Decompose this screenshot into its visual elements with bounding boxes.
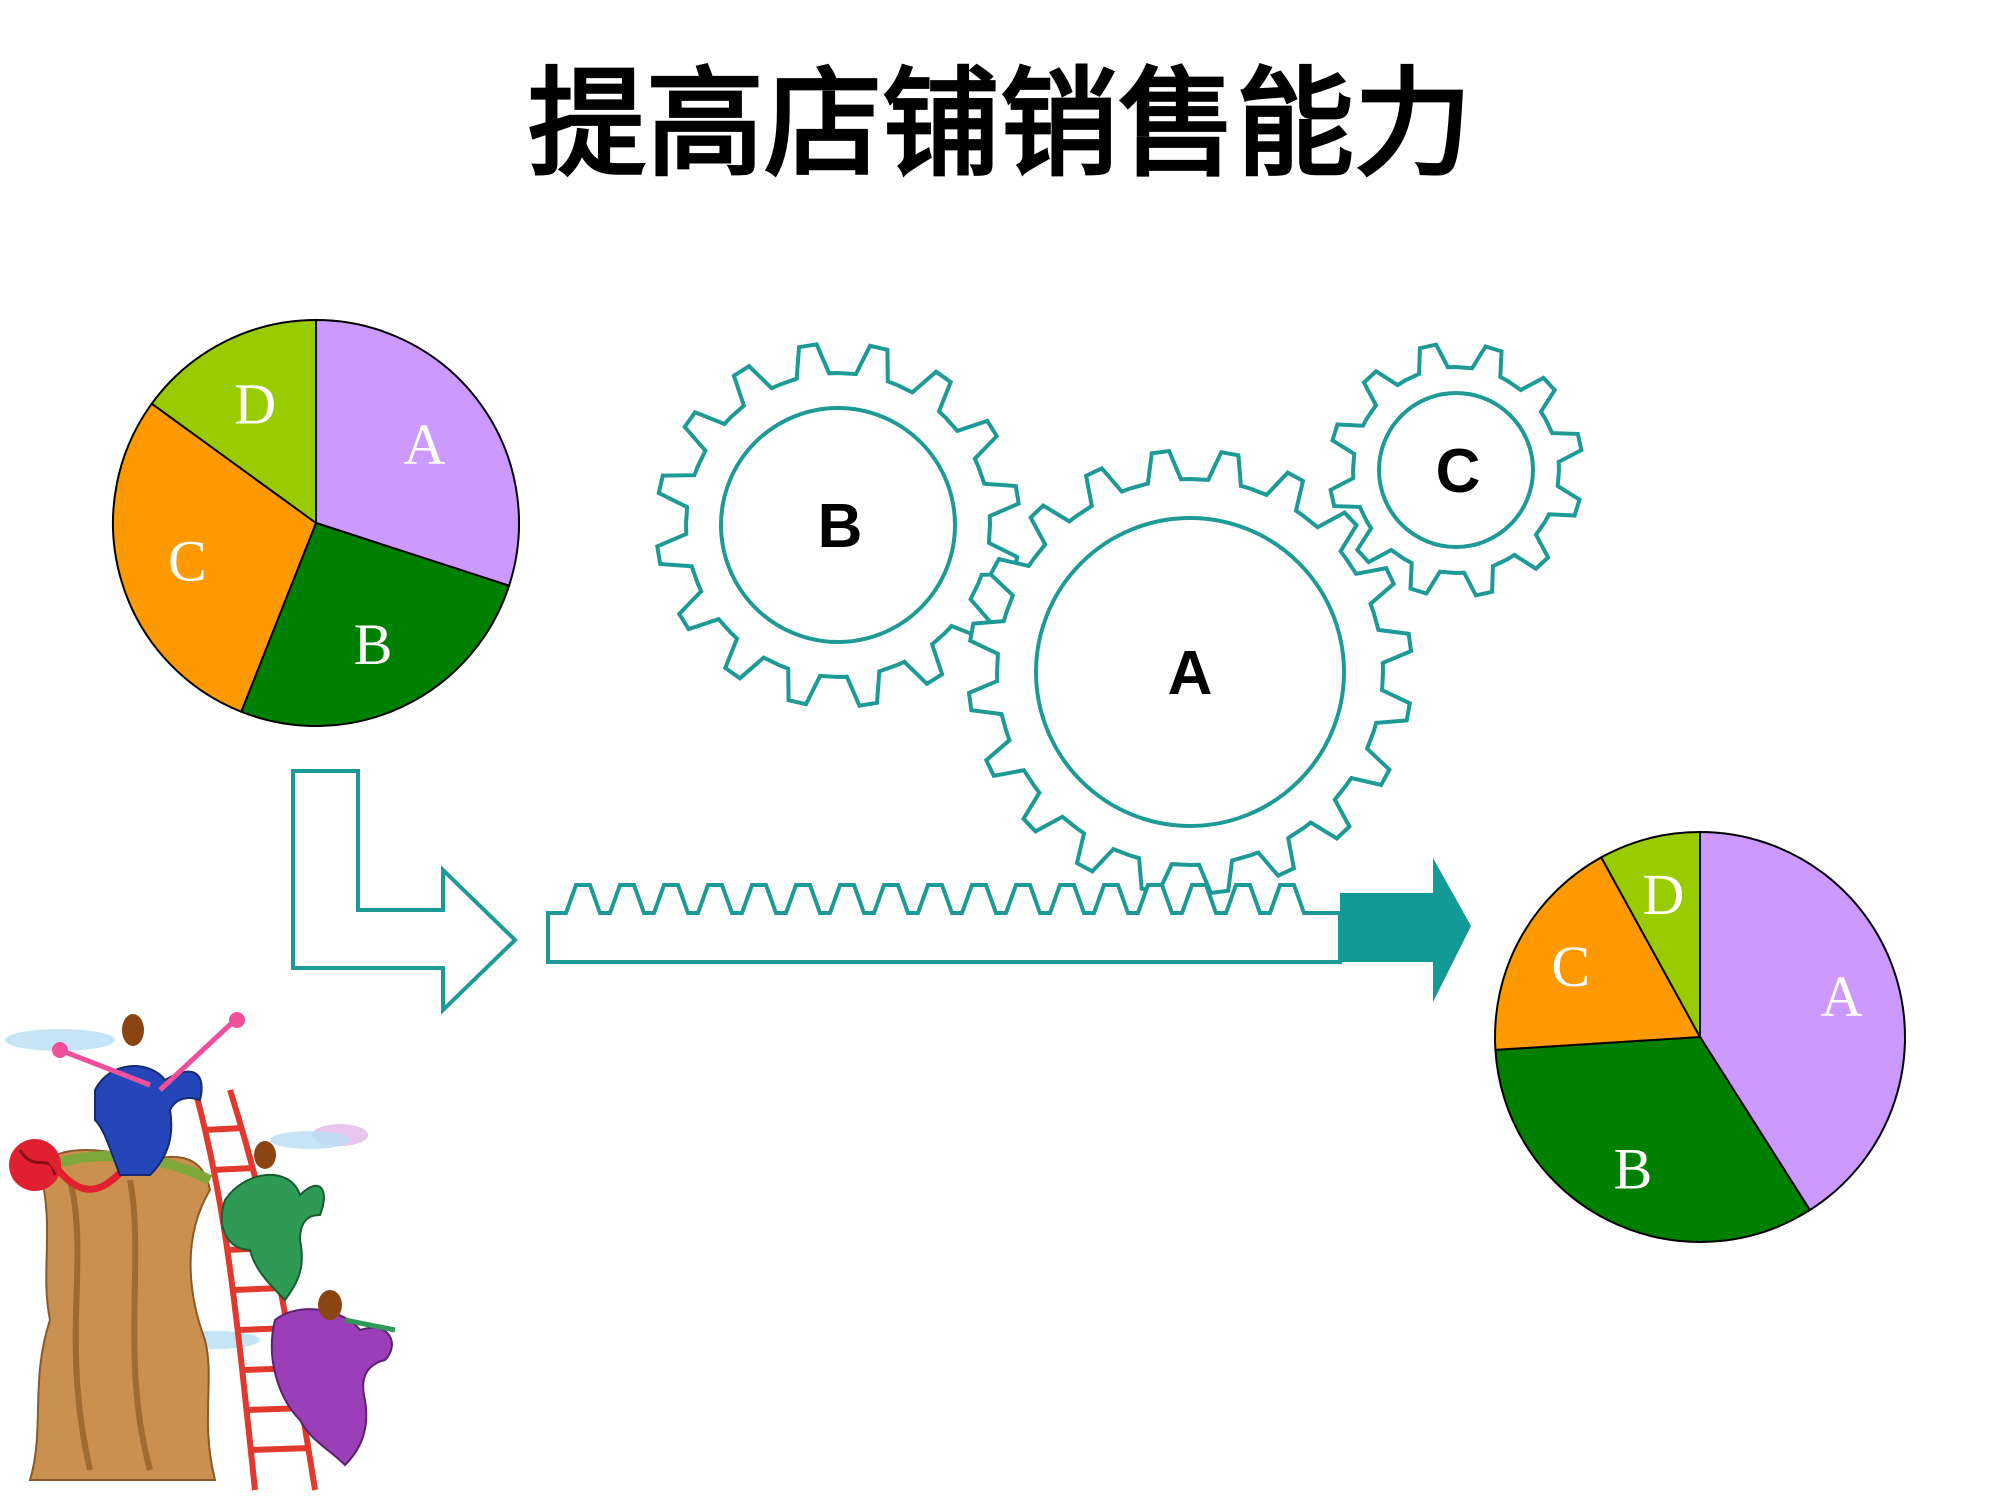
pie-slice-b <box>1494 1035 1812 1243</box>
pie-label-a: A <box>403 412 445 477</box>
rack-arrow-icon <box>546 883 1342 964</box>
pie-slice-c <box>1493 855 1702 1051</box>
gear-c-label: C <box>1436 437 1481 506</box>
bent-arrow-icon <box>291 769 518 1015</box>
pie-label-d: D <box>234 372 276 437</box>
pie-slice-a <box>1699 830 1906 1212</box>
gear-group: B C A <box>655 342 1584 896</box>
slide-title: 提高店铺销售能力 <box>528 55 1472 193</box>
pie-slice-a <box>315 318 520 587</box>
pie-label-d: D <box>1642 862 1684 927</box>
gear-a-icon <box>966 448 1414 896</box>
gear-a-hub <box>1034 516 1346 828</box>
rack-arrow-head-icon <box>1340 858 1471 1002</box>
pie-label-c: C <box>1551 934 1590 999</box>
pie-label-b: B <box>1614 1137 1653 1202</box>
pie-chart-before: A B C D <box>112 318 520 727</box>
pie-label-b: B <box>354 612 393 677</box>
pie-slice-c <box>112 402 318 714</box>
gear-c-hub <box>1377 391 1535 549</box>
gear-a-label: A <box>1168 639 1213 708</box>
pie-slice-b <box>239 521 511 727</box>
climbing-team-illustration-icon <box>5 1012 396 1491</box>
gear-b-hub <box>719 406 957 644</box>
pie-slice-d <box>1599 830 1701 1038</box>
gear-c-icon <box>1328 342 1584 598</box>
pie-chart-after: A B CD <box>1493 830 1906 1243</box>
pie-label-c: C <box>168 528 207 593</box>
pie-slice-d <box>150 318 317 525</box>
pie-label-a: A <box>1821 964 1863 1029</box>
gear-b-icon <box>655 342 1021 708</box>
gear-b-label: B <box>818 492 863 561</box>
